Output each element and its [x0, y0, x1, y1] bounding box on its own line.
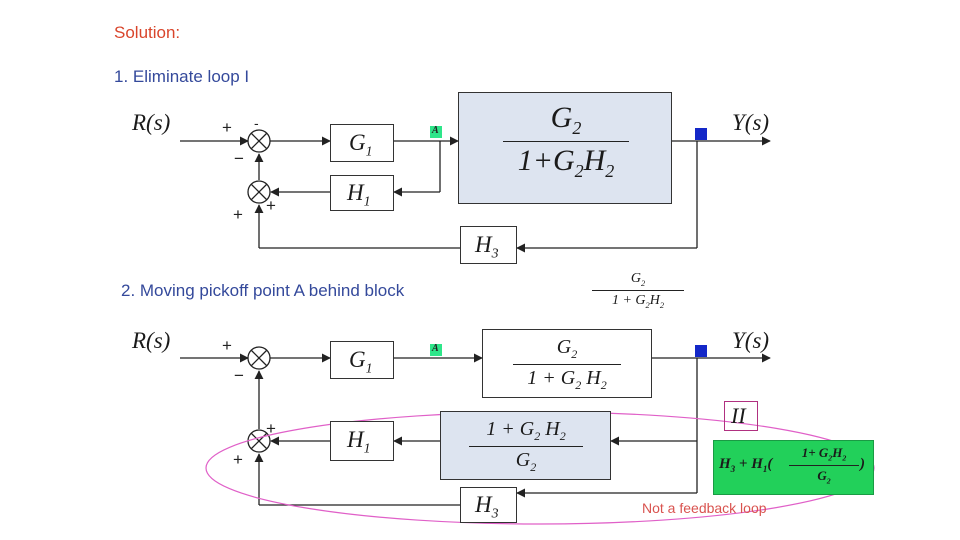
equivalent-feedback-close: ) — [860, 456, 865, 472]
d2-h3-block: H3 — [460, 487, 517, 523]
d2-sign-sum1-bottom: − — [234, 366, 244, 385]
d2-summing-junction-1 — [247, 346, 271, 370]
step2-heading: 2. Moving pickoff point A behind block — [121, 281, 405, 300]
d2-inverse-block: 1 + G2 H2 G2 — [440, 411, 611, 480]
step1-heading: 1. Eliminate loop I — [114, 67, 250, 86]
equivalent-feedback-box: H3 + H1( 1+ G2H2 G2 ) — [713, 440, 874, 495]
d2-sign-sum1-left: + — [222, 336, 232, 355]
loop-ii-label: II — [731, 403, 746, 428]
d2-sign-sum2-left: + — [233, 450, 243, 469]
solution-heading: Solution: — [114, 23, 181, 42]
d1-input-label: R(s) — [132, 110, 171, 135]
d2-g1-block: G1 — [330, 341, 394, 379]
d2-closed-loop-tf: G2 1 + G2 H2 — [513, 336, 621, 393]
loop-ii-label-box: II — [724, 401, 758, 431]
equivalent-feedback-prefix: H3 + H1( — [719, 456, 773, 474]
d2-output-label: Y(s) — [732, 328, 770, 353]
d2-sign-sum2-top: + — [266, 419, 276, 438]
d1-sign-sum2-right: + — [266, 196, 276, 215]
d1-sign-sum1-top: - — [254, 115, 259, 131]
d1-sign-sum2-left: + — [233, 205, 243, 224]
d1-output-label: Y(s) — [732, 110, 770, 135]
d2-pickoff-node-b: B — [695, 344, 707, 357]
d2-h1-block: H1 — [330, 421, 394, 461]
d1-sign-sum1-bottom: − — [234, 149, 244, 168]
not-feedback-loop-note: Not a feedback loop — [642, 500, 767, 516]
d1-pickoff-node-b: B — [695, 127, 707, 140]
d1-summing-junction-2 — [247, 180, 271, 204]
d1-closed-loop-tf: G2 1+G2H2 — [503, 101, 629, 182]
d2-closed-loop-block: G2 1 + G2 H2 — [482, 329, 652, 398]
d1-sign-sum1-left: + — [222, 118, 232, 137]
d1-h1-block: H1 — [330, 175, 394, 211]
d1-pickoff-node-a: A — [430, 125, 442, 138]
d1-closed-loop-block: G2 1+G2H2 — [458, 92, 672, 204]
equivalent-feedback-fraction: 1+ G2H2 G2 — [789, 445, 859, 485]
annotation-fraction: G2 1 + G2H2 — [592, 271, 684, 310]
d2-pickoff-node-a: A — [430, 343, 442, 356]
d2-inverse-tf: 1 + G2 H2 G2 — [469, 418, 583, 475]
d1-g1-block: G1 — [330, 124, 394, 162]
d2-input-label: R(s) — [132, 328, 171, 353]
d1-summing-junction-1 — [247, 129, 271, 153]
d1-h3-block: H3 — [460, 226, 517, 264]
